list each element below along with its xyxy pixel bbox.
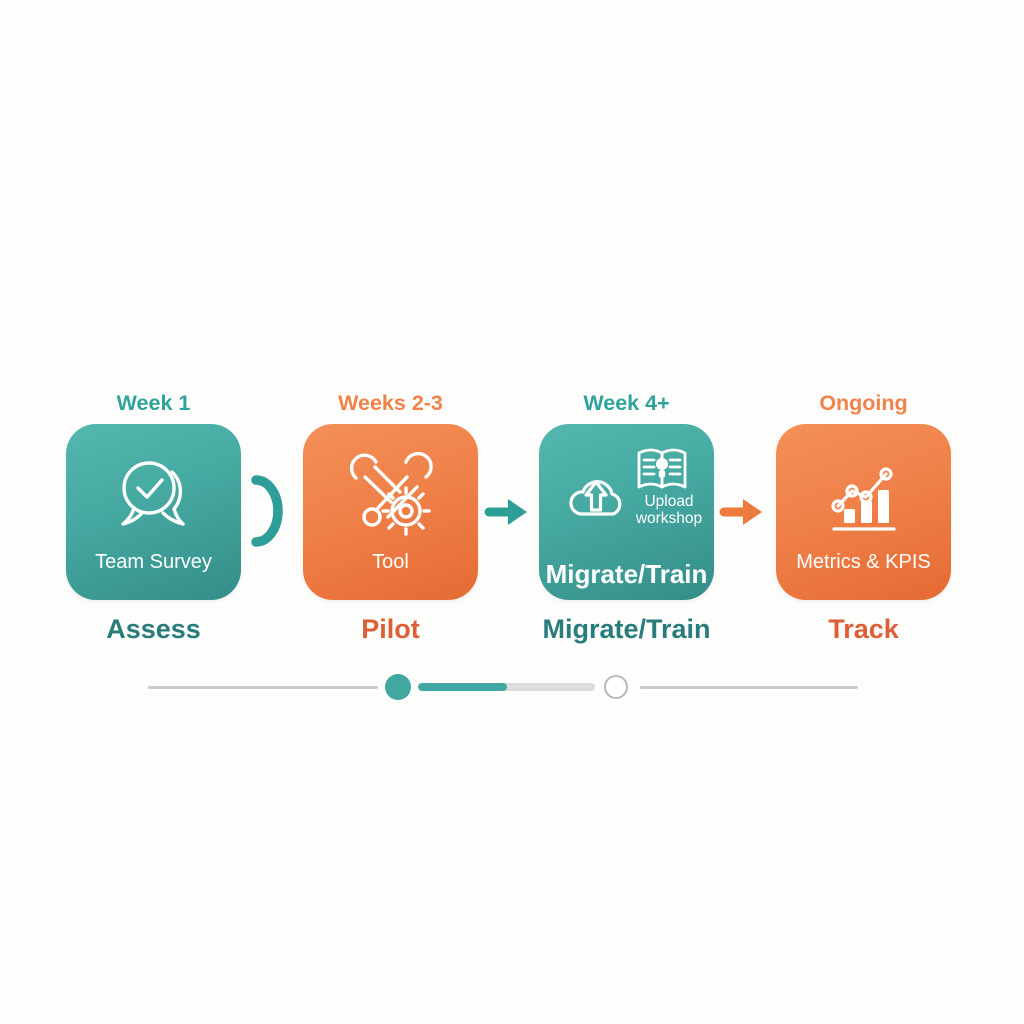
stage-box-track: Metrics & KPIS xyxy=(776,424,951,600)
stage-label-assess: Assess xyxy=(106,614,201,644)
progress-dot-outline xyxy=(604,675,628,699)
stage-header-ongoing: Ongoing xyxy=(819,391,908,415)
stage-label-migrate-train: Migrate/Train xyxy=(542,614,711,644)
bar-chart-trend-icon xyxy=(824,448,904,546)
wrench-gear-icon xyxy=(345,448,437,546)
stage-label-pilot: Pilot xyxy=(361,614,420,644)
progress-track xyxy=(418,683,595,691)
arrow-right-teal-icon xyxy=(484,497,530,527)
stage-box-assess: Team Survey xyxy=(66,424,241,600)
box-text-migrate-train: Migrate/Train xyxy=(545,559,708,589)
stage-column-track: Ongoing Metrics & KPIS Track xyxy=(776,386,951,645)
book-lightbulb-icon xyxy=(634,445,690,495)
box-text-team-survey: Team Survey xyxy=(95,551,212,573)
box-text-metrics-kpis: Metrics & KPIS xyxy=(796,551,931,573)
progress-track-fill xyxy=(418,683,507,691)
progress-line-left xyxy=(148,686,378,689)
arc-connector-icon xyxy=(244,472,288,550)
stage-header-weeks-2-3: Weeks 2-3 xyxy=(338,391,443,415)
stage-column-pilot: Weeks 2-3 Tool xyxy=(303,386,478,645)
stage-column-migrate-train: Week 4+ Upload workshop Migrate xyxy=(539,386,714,645)
progress-line-right xyxy=(640,686,858,689)
chat-check-icon xyxy=(108,448,200,546)
stage-label-track: Track xyxy=(828,614,899,644)
stage-box-pilot: Tool xyxy=(303,424,478,600)
box-text-tool: Tool xyxy=(372,551,409,573)
arrow-right-orange-icon xyxy=(719,497,765,527)
stage-header-week4: Week 4+ xyxy=(583,391,670,415)
cloud-upload-icon xyxy=(565,468,627,526)
stage-box-migrate-train: Upload workshop Migrate/Train xyxy=(539,424,714,600)
icon-caption-upload-workshop: Upload workshop xyxy=(635,493,703,527)
stage-column-assess: Week 1 Team Survey Assess xyxy=(66,386,241,645)
progress-dot-filled xyxy=(385,674,411,700)
stage-header-week1: Week 1 xyxy=(116,391,191,415)
